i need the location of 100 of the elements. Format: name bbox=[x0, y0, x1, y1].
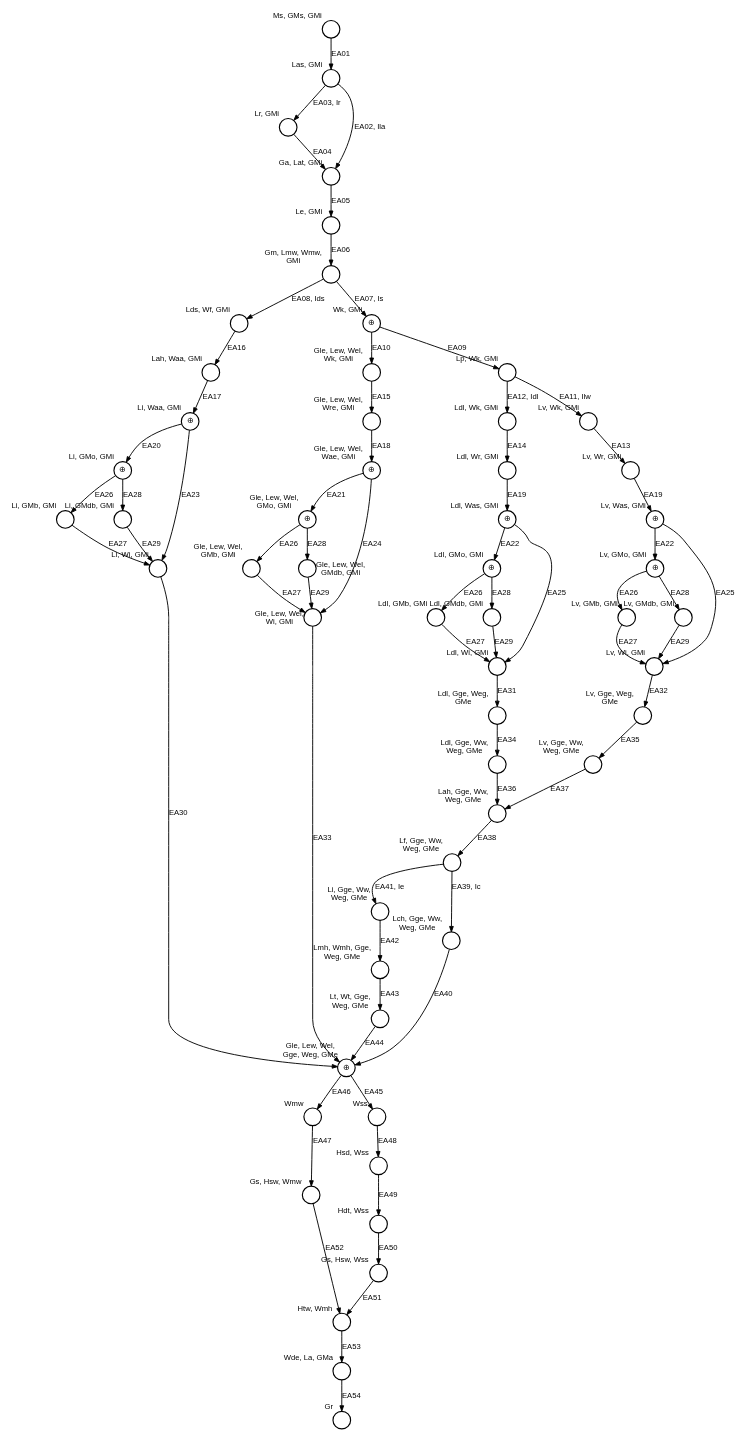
edge-label: EA29 bbox=[310, 587, 330, 597]
node-label: Ldl, GMo, GMi bbox=[433, 549, 484, 559]
edge-label: EA53 bbox=[342, 1341, 361, 1351]
node-label: Hdt, Wss bbox=[337, 1205, 369, 1215]
node-label: Gle, Lew, Wel, Wae, GMi bbox=[313, 443, 363, 461]
edge-label: EA28 bbox=[492, 587, 511, 597]
edge-label: EA33 bbox=[312, 832, 332, 842]
node-label: Lv, Gge, Ww, Weg, GMe bbox=[538, 737, 584, 755]
node-label: Li, Waa, GMi bbox=[137, 402, 182, 412]
edge-label: EA13 bbox=[611, 440, 631, 450]
edge-label: EA45 bbox=[364, 1086, 383, 1096]
node-label: Gle, Lew, Wel, Wi, GMi bbox=[254, 608, 304, 626]
edge-label: EA10 bbox=[371, 342, 391, 352]
edge-label: EA51 bbox=[362, 1292, 382, 1301]
node-label: Lv, Gge, Weg, GMe bbox=[585, 688, 634, 706]
edge-label: EA36 bbox=[497, 783, 517, 793]
node-label: Las, GMi bbox=[291, 59, 323, 69]
node-label: Gs, Hsw, Wmw bbox=[249, 1176, 302, 1186]
node-label: Li, GMdb, GMi bbox=[64, 500, 115, 510]
edge-label: EA09 bbox=[447, 342, 467, 352]
node-label: Ldl, Gge, Ww, Weg, GMe bbox=[440, 737, 489, 755]
edge-label: EA48 bbox=[378, 1135, 397, 1145]
node-label: Lv, GMdb, GMi bbox=[623, 598, 675, 608]
node-label: Li, GMo, GMi bbox=[68, 451, 114, 461]
node-label: Gle, Lew, Wel, Gge, Weg, GMe bbox=[282, 1040, 338, 1059]
node-label: Ms, GMs, GMi bbox=[272, 10, 322, 20]
edge-label: EA37 bbox=[550, 783, 570, 793]
node-label: Wmw bbox=[284, 1098, 304, 1108]
edge-label: EA27 bbox=[282, 587, 301, 597]
edge-label: EA38 bbox=[477, 832, 497, 842]
edge-label: EA18 bbox=[371, 440, 391, 450]
node-label: Gle, Lew, Wel, Wre, GMi bbox=[313, 394, 363, 412]
edge-label: EA17 bbox=[202, 391, 222, 401]
edge-label: EA31 bbox=[497, 685, 517, 695]
node-label: Lds, Wf, GMi bbox=[185, 304, 230, 314]
node-label: Wss bbox=[352, 1098, 368, 1108]
edge-label: EA52 bbox=[325, 1242, 344, 1252]
edge-label: EA34 bbox=[497, 734, 517, 744]
edge-label: EA27 bbox=[108, 538, 128, 548]
node-label: Ldl, Was, GMi bbox=[450, 500, 499, 510]
node-label: Gm, Lmw, Wmw, GMi bbox=[264, 247, 322, 265]
node-label: Ga, Lat, GMi bbox=[278, 157, 323, 167]
edge-label: EA20 bbox=[142, 440, 161, 450]
node-label: Lv, GMb, GMi bbox=[571, 598, 618, 608]
node-label: Gle, Lew, Wel, GMo, GMi bbox=[249, 492, 299, 510]
edge-label: EA26 bbox=[94, 489, 114, 499]
edge-label: EA44 bbox=[364, 1037, 384, 1047]
edge-label: EA47 bbox=[312, 1135, 332, 1145]
edge-label: EA50 bbox=[378, 1242, 398, 1252]
node-label: Lv, Wr, GMi bbox=[582, 451, 622, 461]
edge-label: EA39, Ic bbox=[451, 881, 481, 891]
edge-label: EA08, Ids bbox=[291, 293, 325, 303]
edge-label: EA24 bbox=[362, 538, 382, 548]
edge-label: EA22 bbox=[655, 538, 674, 548]
edge-label: EA28 bbox=[670, 587, 690, 597]
node-label: Gle, Lew, Wel, GMdb, GMi bbox=[316, 559, 366, 577]
node-label: Wk, GMi bbox=[332, 304, 363, 314]
edge-label: EA49 bbox=[378, 1189, 398, 1199]
edge-label: EA25 bbox=[547, 587, 566, 597]
node-label: Ldl, GMdb, GMi bbox=[429, 598, 484, 608]
edge-label: EA16 bbox=[227, 342, 246, 352]
node-label: Ldl, Gge, Weg, GMe bbox=[437, 688, 489, 706]
node-label: Ldl, Wk, GMi bbox=[454, 402, 499, 412]
node-label: Li, Wi, GMi bbox=[111, 549, 149, 559]
edge-label: EA02, Ila bbox=[354, 121, 386, 131]
edge-label: EA29 bbox=[670, 636, 690, 646]
edge-label: EA29 bbox=[494, 636, 514, 646]
node-label: Lah, Waa, GMi bbox=[151, 353, 203, 363]
node-label: Ldl, GMb, GMi bbox=[378, 598, 428, 608]
edge-label: EA28 bbox=[307, 538, 327, 548]
edge-label: EA03, Ir bbox=[313, 97, 341, 107]
node-label: Lch, Gge, Ww, Weg, GMe bbox=[392, 913, 443, 932]
edge-label: EA40 bbox=[433, 988, 453, 998]
node-label: Lah, Gge, Ww, Weg, GMe bbox=[438, 786, 489, 804]
edge-label: EA35 bbox=[620, 734, 640, 744]
node-label: Lf, Gge, Ww, Weg, GMe bbox=[399, 835, 443, 853]
node-label: Htw, Wmh bbox=[297, 1303, 333, 1313]
edge-label: EA27 bbox=[466, 636, 485, 646]
edge-label: EA04 bbox=[312, 146, 332, 156]
node-label: Li, GMb, GMi bbox=[11, 500, 57, 510]
edge-label: EA28 bbox=[122, 489, 142, 499]
edge-label: EA22 bbox=[500, 538, 520, 548]
node-label: Li, Gge, Ww, Weg, GMe bbox=[327, 884, 371, 902]
edge-label: EA06 bbox=[331, 244, 350, 254]
node-label: Wde, La, GMa bbox=[283, 1352, 334, 1362]
edge-label: EA42 bbox=[380, 935, 400, 945]
edge-label: EA43 bbox=[380, 988, 400, 998]
edge-label: EA15 bbox=[371, 391, 391, 401]
edge-label: EA29 bbox=[142, 538, 161, 548]
edge-label: EA14 bbox=[507, 440, 527, 450]
node-label: Ldl, Wi, GMi bbox=[446, 647, 489, 657]
edge-label: EA01 bbox=[331, 48, 350, 58]
edge-label: EA07, Is bbox=[354, 293, 384, 303]
edge-label: EA54 bbox=[342, 1390, 361, 1400]
edge-label: EA19 bbox=[643, 489, 663, 499]
edge-label: EA25 bbox=[715, 587, 735, 597]
edge-label: EA26 bbox=[463, 587, 483, 597]
node-label: Gle, Lew, Wel, Wk, GMi bbox=[313, 345, 363, 363]
edge-label: EA46 bbox=[332, 1086, 351, 1096]
edge-label: EA05 bbox=[331, 195, 350, 205]
